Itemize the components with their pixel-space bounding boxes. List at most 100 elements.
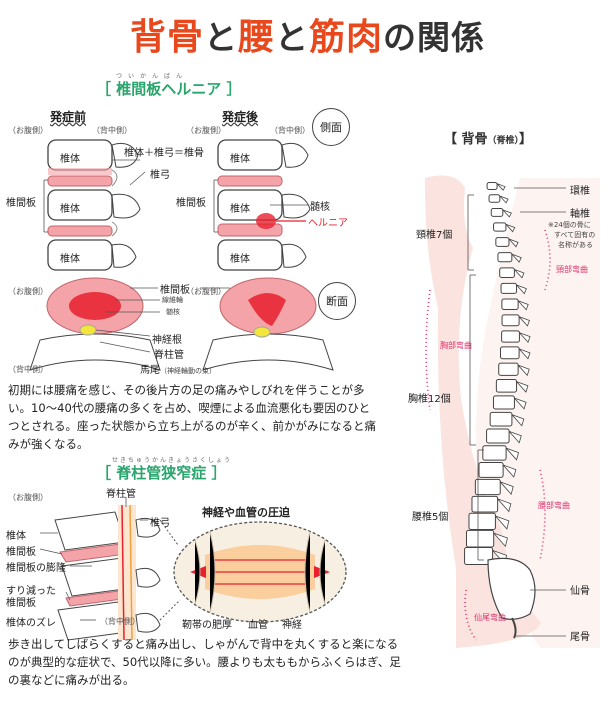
- vertebra-body: [499, 267, 515, 278]
- vertebra-process: [497, 498, 512, 513]
- vertebra-process: [502, 464, 517, 478]
- after-body-label-2: 椎体: [230, 204, 250, 215]
- title-spine: 背骨: [129, 17, 204, 58]
- side-view-label: 側面: [312, 108, 350, 146]
- title-relation: の関係: [383, 18, 486, 57]
- title-waist: 腰: [237, 17, 275, 58]
- disc-bulge-label: 椎間板の膨隆: [6, 563, 66, 574]
- nucleus-label: 髄核: [310, 202, 330, 213]
- vertebra-process: [511, 414, 525, 427]
- cauda-equina-note: （神経輪動の束）: [160, 367, 216, 375]
- cauda-equina-text: 馬尾: [140, 365, 160, 376]
- cross-section-after: [202, 277, 334, 371]
- vertebra-body: [498, 362, 519, 376]
- stenosis-disc-label: 椎間板: [6, 547, 36, 558]
- vertebra-body: [482, 445, 507, 461]
- vertebra-body: [464, 547, 494, 565]
- compression-title: 神経や血管の圧迫: [202, 506, 290, 519]
- vertebra-body: [474, 478, 501, 496]
- vertebra-body: [478, 462, 504, 478]
- spine-brackets: [467, 187, 566, 637]
- section-view-label: 断面: [318, 282, 356, 320]
- spine-title-sub: （脊椎）: [487, 136, 520, 146]
- vertebra-process: [508, 238, 519, 248]
- vertebra-process: [518, 316, 530, 327]
- stenosis-ruby: せきちゅうかんきょうさくしょう: [112, 457, 233, 464]
- hernia-ruby: ついかんばん: [116, 73, 189, 80]
- vertebra-process: [519, 332, 531, 344]
- lumbar-label: 腰椎5個: [412, 512, 449, 523]
- vertebra-process: [517, 364, 530, 377]
- vertebra-process: [499, 481, 514, 496]
- vertebra-process: [518, 348, 531, 360]
- vertebra-body: [490, 208, 504, 217]
- stenosis-leader-lines: [39, 497, 148, 621]
- spine-note-1: ※24個の骨に: [548, 221, 591, 229]
- stenosis-arch-label: 椎弓: [150, 518, 170, 529]
- vertebra-body: [495, 237, 510, 247]
- stenosis-description: 歩き出してしばらくすると痛み出し、しゃがんで背中を丸くすると楽になるのが典型的な…: [8, 637, 401, 687]
- spine-title: 【 背骨（脊椎）】: [444, 128, 532, 147]
- vertebra-body: [493, 222, 507, 232]
- sacrum-label: 仙骨: [570, 586, 590, 597]
- vertebra-body: [501, 314, 520, 327]
- title-conn-1: と: [203, 18, 238, 57]
- stenosis-spine-illustration: [54, 504, 161, 641]
- vertebra-process: [496, 183, 506, 191]
- misalignment-label: 椎体のズレ: [6, 618, 56, 629]
- vertebra-process: [493, 532, 508, 548]
- before-disc-label: 椎間板: [6, 198, 36, 209]
- spine-note-2: すべて固有の: [554, 231, 596, 239]
- vertebra-process: [516, 381, 529, 393]
- vertebra-process: [508, 430, 522, 444]
- stenosis-back-side: （背中側）: [100, 617, 140, 626]
- vertebra-process: [499, 195, 509, 204]
- vertebra-body: [489, 411, 513, 427]
- lumbar-curve-label: 腰部弯曲: [538, 501, 570, 510]
- atlas-label: 環椎: [570, 186, 590, 197]
- worn-disc-label-2: 椎間板: [6, 598, 36, 609]
- after-body-label-3: 椎体: [230, 254, 250, 265]
- sacral-curve-label: 仙尾弯曲: [474, 613, 506, 622]
- coccyx-label: 尾骨: [570, 632, 590, 643]
- before-back-side: （背中側）: [92, 126, 132, 135]
- spine-title-end: 】: [519, 132, 533, 147]
- vertebra-body: [486, 182, 498, 190]
- before-body-label-3: 椎体: [60, 254, 80, 265]
- after-disc-label: 椎間板: [176, 198, 206, 209]
- section-spinal-canal-label: 脊柱管: [154, 350, 184, 361]
- ligament-label: 靭帯の肥厚: [182, 620, 232, 631]
- after-label: 発症後: [222, 110, 259, 124]
- spine-vertebrae: [464, 182, 531, 565]
- vertebra-process: [514, 269, 525, 279]
- section-leader-lines: [95, 287, 230, 353]
- after-spine-illustration: [217, 139, 311, 271]
- after-back-side: （背中側）: [270, 126, 310, 135]
- section-disc-label: 椎間板: [160, 285, 190, 296]
- stenosis-body-label: 椎体: [6, 531, 26, 542]
- axis-label: 軸椎: [570, 209, 590, 220]
- hernia-label: ヘルニア: [308, 218, 348, 229]
- section-back-side: （背中側）: [8, 365, 48, 374]
- cervical-curve-label: 頸部弯曲: [556, 265, 588, 274]
- cauda-equina-label: 馬尾（神経輪動の束）: [140, 361, 216, 376]
- after-belly-side: （お腹側）: [186, 126, 226, 135]
- before-belly-side: （お腹側）: [8, 126, 48, 135]
- vertebra-body: [497, 252, 513, 263]
- cervical-label: 頸椎7個: [416, 230, 453, 241]
- page-title: 背骨と腰と筋肉の関係: [0, 8, 615, 60]
- thoracic-curve-label: 胸部弯曲: [440, 341, 472, 350]
- before-body-label-1: 椎体: [60, 154, 80, 165]
- stenosis-belly-side: （お腹側）: [8, 493, 48, 502]
- before-body-label-2: 椎体: [60, 204, 80, 215]
- vertebra-body: [471, 495, 499, 513]
- vertebra-body: [499, 346, 520, 360]
- nerve-label: 神経: [282, 620, 302, 631]
- vertebra-process: [514, 397, 527, 410]
- spine-title-main: 【 背骨: [444, 132, 488, 147]
- body-silhouette: [424, 175, 600, 649]
- after-body-label-1: 椎体: [230, 154, 250, 165]
- before-spine-illustration: [47, 139, 141, 271]
- title-muscle: 筋肉: [309, 17, 384, 58]
- section-after-belly: （お腹側）: [186, 287, 226, 296]
